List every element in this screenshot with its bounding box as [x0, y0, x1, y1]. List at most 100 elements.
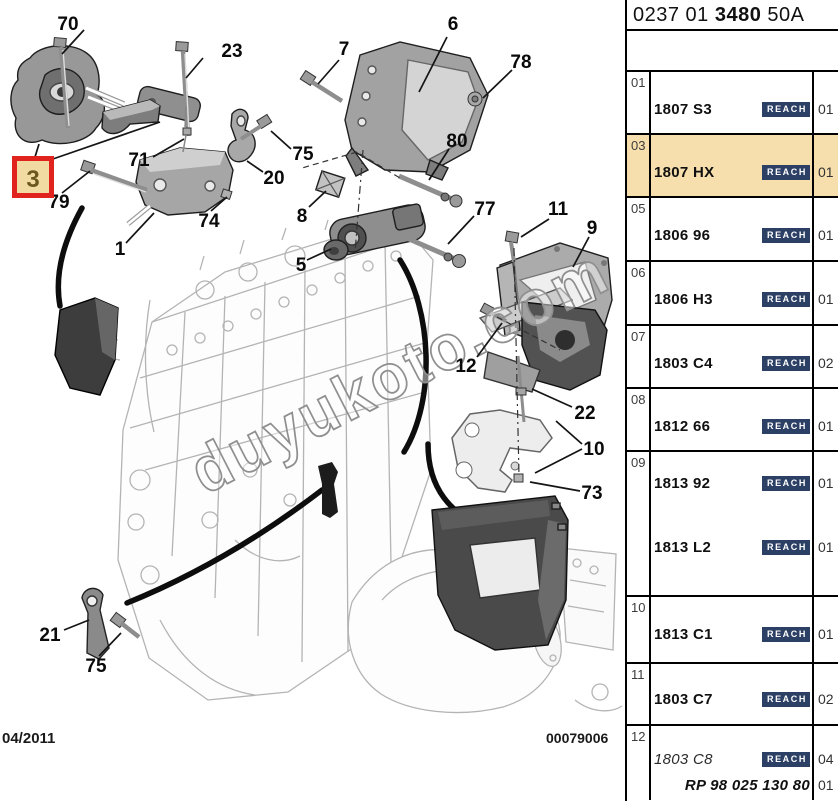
plate-number: 00079006	[546, 730, 609, 746]
reach-badge[interactable]: REACH	[761, 691, 810, 707]
svg-text:20: 20	[263, 168, 284, 189]
callout-75-bottom[interactable]: 75	[85, 656, 107, 677]
part-code: 1803 C7	[654, 690, 713, 708]
svg-text:5: 5	[296, 255, 307, 276]
callout-5[interactable]: 5	[296, 255, 307, 276]
callout-1[interactable]: 1	[115, 239, 126, 260]
callout-6[interactable]: 6	[448, 14, 459, 35]
svg-text:3: 3	[26, 166, 39, 193]
callout-3-selected[interactable]: 3	[12, 156, 54, 198]
svg-text:75: 75	[292, 144, 314, 165]
callout-22[interactable]: 22	[574, 403, 595, 424]
bolt-11	[504, 230, 520, 301]
svg-text:12: 12	[455, 356, 476, 377]
part-code: 1813 L2	[654, 538, 712, 556]
callout-10[interactable]: 10	[583, 439, 604, 460]
svg-text:1: 1	[115, 239, 126, 260]
mount-parts	[10, 41, 613, 660]
callout-20[interactable]: 20	[263, 168, 284, 189]
reach-badge[interactable]: REACH	[761, 418, 810, 434]
svg-text:71: 71	[128, 150, 150, 171]
row-index: 10	[627, 597, 651, 662]
part-code: 1807 HX	[654, 163, 715, 181]
bolt-75-bottom	[109, 611, 141, 639]
callout-11[interactable]: 11	[548, 199, 569, 220]
part-qty: 01	[818, 101, 834, 117]
bolt-7	[299, 69, 344, 103]
callout-23[interactable]: 23	[221, 41, 242, 62]
callout-12[interactable]: 12	[455, 356, 476, 377]
catalog-reference: 0237 01 3480 50A	[627, 0, 838, 31]
callout-7[interactable]: 7	[339, 39, 350, 60]
svg-text:10: 10	[583, 439, 604, 460]
reach-badge[interactable]: REACH	[761, 355, 810, 371]
row-index: 11	[627, 664, 651, 724]
bolt-80	[398, 173, 463, 208]
callout-80[interactable]: 80	[446, 131, 467, 152]
reach-badge[interactable]: REACH	[761, 539, 810, 555]
callout-71[interactable]: 71	[128, 150, 150, 171]
part-qty: 01	[818, 475, 834, 491]
svg-text:70: 70	[57, 14, 78, 35]
callout-75-top[interactable]: 75	[292, 144, 314, 165]
callout-9[interactable]: 9	[587, 218, 598, 239]
reach-badge[interactable]: REACH	[761, 475, 810, 491]
row-index: 01	[627, 72, 651, 133]
assembly-axis-lines	[301, 149, 561, 477]
nut-73	[513, 473, 524, 483]
selection-box	[12, 156, 54, 198]
callout-77[interactable]: 77	[474, 199, 495, 220]
svg-text:6: 6	[448, 14, 459, 35]
part-qty: 01	[818, 227, 834, 243]
exploded-parts-diagram: duyukoto.com 70 23 7 6 78 75 20 71 80 79…	[10, 14, 623, 714]
part-qty: 04	[818, 751, 834, 767]
bolt-12	[479, 302, 507, 323]
reach-badge[interactable]: REACH	[761, 626, 810, 642]
stud-71	[182, 105, 192, 153]
reach-badge[interactable]: REACH	[761, 101, 810, 117]
reach-badge[interactable]: REACH	[761, 164, 810, 180]
bolt-23	[175, 41, 191, 137]
reach-badge[interactable]: REACH	[761, 291, 810, 307]
callout-74[interactable]: 74	[198, 211, 220, 232]
row-index: 05	[627, 198, 651, 260]
reach-badge[interactable]: REACH	[761, 751, 810, 767]
part-code: 1812 66	[654, 417, 711, 435]
row-index: 09	[627, 452, 651, 595]
bolt-75-top	[239, 113, 273, 141]
row-index: 12	[627, 726, 651, 800]
nut-78	[467, 91, 483, 107]
part-code-replacement: RP 98 025 130 80	[684, 776, 810, 794]
callout-70[interactable]: 70	[57, 14, 78, 35]
svg-text:75: 75	[85, 656, 107, 677]
catalog-date: 04/2011	[2, 730, 56, 747]
part-qty: 02	[818, 355, 834, 371]
part-code: 1803 C4	[654, 354, 713, 372]
table-spacer-row	[627, 31, 838, 72]
svg-text:7: 7	[339, 39, 350, 60]
part-qty: 01	[818, 164, 834, 180]
callout-8[interactable]: 8	[297, 206, 308, 227]
svg-text:21: 21	[39, 625, 61, 646]
part-qty: 02	[818, 691, 834, 707]
table-row-11[interactable]: 11 1803 C7 REACH 02	[627, 664, 838, 726]
svg-text:73: 73	[581, 483, 602, 504]
callout-21[interactable]: 21	[39, 625, 61, 646]
row-index: 03	[627, 135, 651, 196]
bolt-79	[80, 159, 148, 193]
bolt-parts	[53, 36, 527, 639]
callout-73[interactable]: 73	[581, 483, 602, 504]
svg-text:9: 9	[587, 218, 598, 239]
reach-badge[interactable]: REACH	[761, 227, 810, 243]
callout-78[interactable]: 78	[510, 52, 531, 73]
table-row-03-selected[interactable]: 03 1807 HX REACH 01	[627, 135, 838, 198]
